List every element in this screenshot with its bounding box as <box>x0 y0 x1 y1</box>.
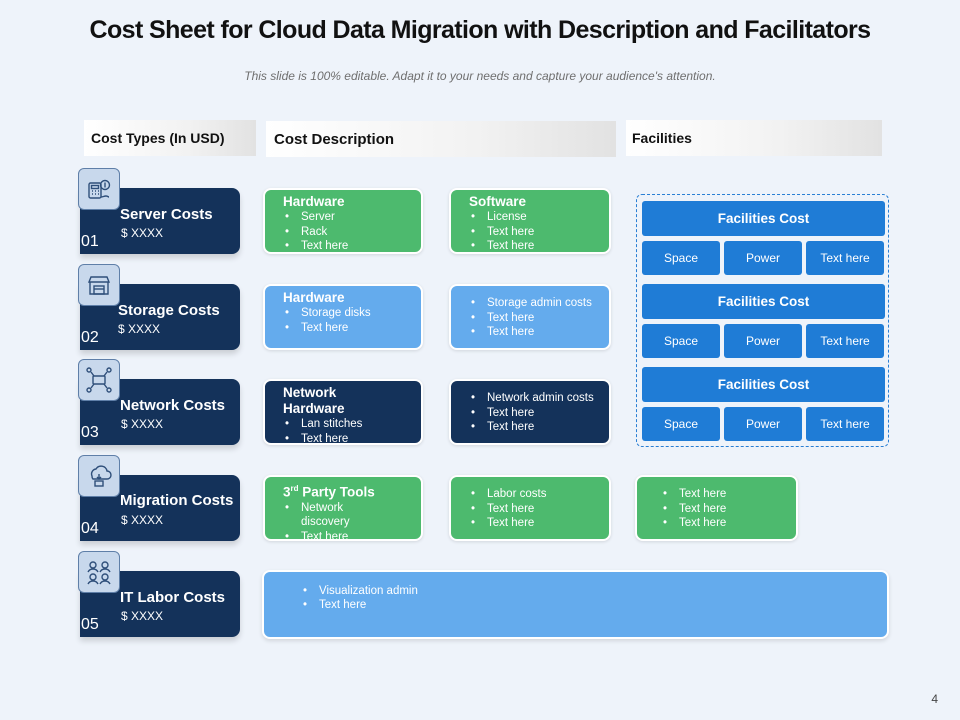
facility-cell-text: Text here <box>806 324 884 358</box>
list-item: Rack <box>285 225 411 240</box>
it-labor-description-card: Visualization admin Text here <box>262 570 889 639</box>
list-item: Visualization admin <box>303 584 429 598</box>
cost-type-name: Network Costs <box>120 397 226 414</box>
title-text: Party Tools <box>298 484 375 500</box>
list-item: Text here <box>471 311 599 326</box>
list-item: Text here <box>285 239 411 252</box>
cost-type-name: Storage Costs <box>118 302 220 319</box>
list-item: Text here <box>471 406 599 421</box>
cost-type-amount: $ XXXX <box>121 226 164 240</box>
server-software-card: Software License Text here Text here <box>449 188 611 254</box>
cost-type-number: 03 <box>81 424 99 441</box>
list-item: Text here <box>471 502 599 517</box>
list-item: Lan stitches <box>285 417 411 432</box>
network-hardware-card: Network Hardware Lan stitches Text here <box>263 379 423 445</box>
facility-cell-space: Space <box>642 241 720 275</box>
column-header-facilities: Facilities <box>626 120 882 156</box>
list-item: Text here <box>663 487 786 502</box>
migration-facilities-card: Text here Text here Text here <box>635 475 798 541</box>
facilities-cost-header: Facilities Cost <box>642 367 885 402</box>
facilities-frame <box>636 194 889 447</box>
list-item: Server <box>285 210 411 225</box>
cloud-migration-icon <box>78 455 120 497</box>
facilities-cost-header: Facilities Cost <box>642 201 885 236</box>
list-item: Text here <box>285 432 411 444</box>
list-item: Storage admin costs <box>471 296 599 311</box>
facility-cell-power: Power <box>724 241 802 275</box>
facility-cell-power: Power <box>724 407 802 441</box>
list-item: Labor costs <box>471 487 599 502</box>
list-item: Text here <box>663 516 786 531</box>
title-superscript: rd <box>290 484 299 493</box>
cost-type-storage: Storage Costs $ XXXX 02 <box>80 284 240 350</box>
card-title: Hardware <box>283 290 345 305</box>
list-item: Text here <box>471 420 599 435</box>
facility-cell-text: Text here <box>806 407 884 441</box>
list-item: Text here <box>471 516 599 531</box>
card-title: Software <box>469 194 527 209</box>
list-item: Text here <box>471 225 599 240</box>
card-title: Hardware <box>283 194 345 209</box>
list-item: Text here <box>471 239 599 252</box>
cost-type-name: Server Costs <box>120 206 213 223</box>
calculator-coin-icon <box>78 168 120 210</box>
cost-type-name: IT Labor Costs <box>120 589 226 606</box>
migration-tools-card: 3rd Party Tools Network discovery Text h… <box>263 475 423 541</box>
column-header-cost-description: Cost Description <box>266 121 616 157</box>
title-number: 3 <box>283 484 291 500</box>
cost-type-amount: $ XXXX <box>118 322 161 336</box>
storage-hardware-card: Hardware Storage disks Text here <box>263 284 423 350</box>
cost-type-number: 02 <box>81 329 99 346</box>
list-item: Text here <box>285 530 381 540</box>
cost-type-number: 01 <box>81 233 99 250</box>
facility-cell-space: Space <box>642 324 720 358</box>
cost-type-number: 05 <box>81 616 99 633</box>
storage-store-icon <box>78 264 120 306</box>
cost-type-name: Migration Costs <box>120 492 234 509</box>
card-title: 3rd Party Tools <box>283 481 411 501</box>
list-item: Network discovery <box>285 501 381 530</box>
facility-cell-space: Space <box>642 407 720 441</box>
list-item: License <box>471 210 599 225</box>
page-number: 4 <box>931 692 938 706</box>
list-item: Text here <box>285 321 381 336</box>
column-header-cost-types: Cost Types (In USD) <box>84 120 256 156</box>
cost-type-number: 04 <box>81 520 99 537</box>
list-item: Network admin costs <box>471 391 599 406</box>
storage-admin-card: Storage admin costs Text here Text here <box>449 284 611 350</box>
facility-cell-text: Text here <box>806 241 884 275</box>
server-hardware-card: Hardware Server Rack Text here <box>263 188 423 254</box>
slide-subtitle: This slide is 100% editable. Adapt it to… <box>244 69 716 83</box>
list-item: Text here <box>303 598 429 612</box>
network-admin-card: Network admin costs Text here Text here <box>449 379 611 445</box>
cost-type-amount: $ XXXX <box>121 609 164 623</box>
facilities-cost-header: Facilities Cost <box>642 284 885 319</box>
list-item: Text here <box>663 502 786 517</box>
cost-type-amount: $ XXXX <box>121 417 164 431</box>
list-item: Text here <box>471 325 599 340</box>
facility-cell-power: Power <box>724 324 802 358</box>
list-item: Storage disks <box>285 306 381 321</box>
cost-type-amount: $ XXXX <box>121 513 164 527</box>
migration-labor-card: Labor costs Text here Text here <box>449 475 611 541</box>
network-icon <box>78 359 120 401</box>
slide-title: Cost Sheet for Cloud Data Migration with… <box>89 16 872 44</box>
card-title: Network Hardware <box>283 385 345 416</box>
labor-people-icon <box>78 551 120 593</box>
